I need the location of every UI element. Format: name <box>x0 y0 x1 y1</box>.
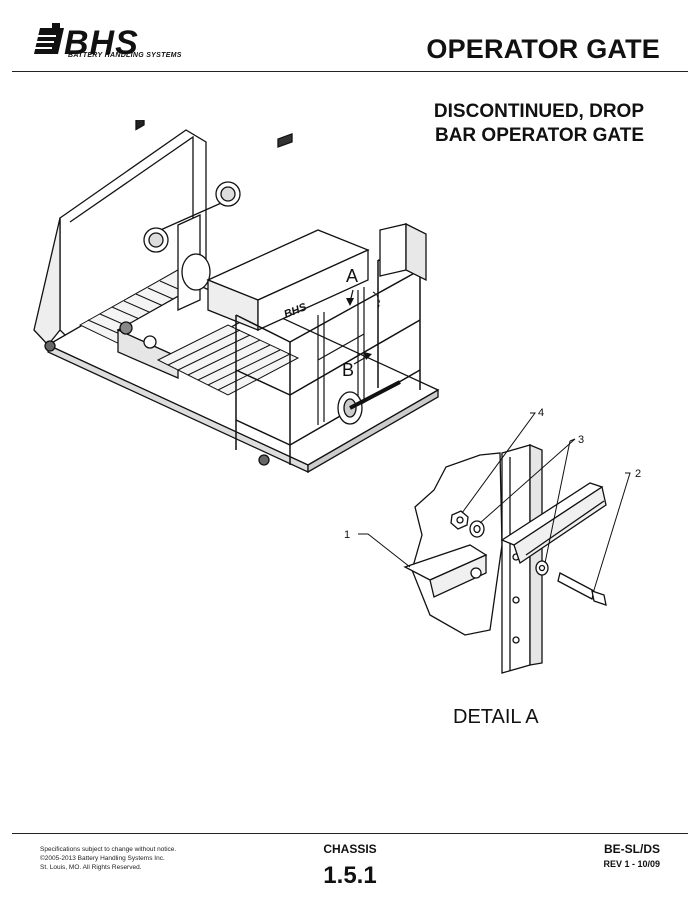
notice-line-1: Specifications subject to change without… <box>40 846 177 853</box>
frame-plate <box>411 452 503 636</box>
detail-a-drawing: 1 2 3 4 <box>344 407 641 674</box>
callout-4: 4 <box>538 407 544 419</box>
callout-3: 3 <box>578 434 584 446</box>
footer-divider <box>12 833 688 834</box>
notice-line-2: ©2005-2013 Battery Handling Systems Inc. <box>40 855 165 862</box>
washer-lower <box>535 560 549 576</box>
notice-line-3: St. Louis, MO. All Rights Reserved. <box>40 864 142 871</box>
copyright-notice: Specifications subject to change without… <box>40 845 176 872</box>
page-subtitle: DISCONTINUED, DROP BAR OPERATOR GATE <box>434 100 644 148</box>
subtitle-line-2: BAR OPERATOR GATE <box>434 125 644 146</box>
logo-tagline: BATTERY HANDLING SYSTEMS <box>68 52 182 59</box>
page-title: OPERATOR GATE <box>426 34 660 64</box>
svg-text:A: A <box>346 266 358 286</box>
svg-text:B: B <box>342 360 354 380</box>
section-label: CHASSIS <box>323 842 377 856</box>
battery-icon <box>30 23 64 54</box>
logo-wordmark: BHS <box>64 24 139 62</box>
hex-bolt <box>557 572 607 606</box>
hex-nut <box>450 510 469 530</box>
subtitle-line-1: DISCONTINUED, DROP <box>433 101 644 122</box>
revision-label: REV 1 - 10/09 <box>603 859 660 869</box>
operator-gate-machine-drawing: BHS <box>33 120 440 474</box>
callout-1: 1 <box>344 529 350 541</box>
bhs-logo: BHS <box>30 23 139 62</box>
callout-a-marker: A <box>346 266 380 309</box>
section-number: 1.5.1 <box>323 862 377 889</box>
header-divider <box>12 71 688 72</box>
detail-caption: DETAIL A <box>453 706 539 728</box>
callout-b-marker: B <box>342 352 372 380</box>
callout-2: 2 <box>635 468 641 480</box>
model-number: BE-SL/DS <box>603 842 660 856</box>
